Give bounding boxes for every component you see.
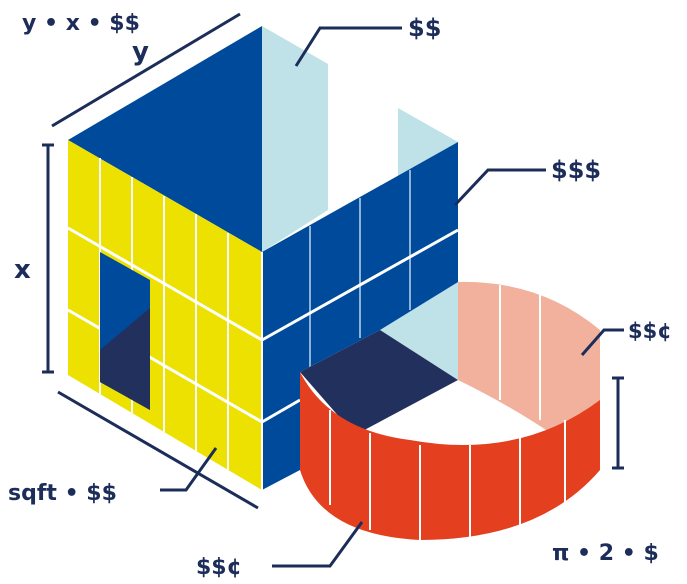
- floor-navy: [300, 330, 458, 435]
- red-curve-cost-label: $$¢: [196, 555, 242, 580]
- yellow-wall: [67, 140, 263, 490]
- blue-wall: [261, 142, 459, 490]
- roof-diagonal-line: [51, 12, 241, 128]
- leader-red-curve: [272, 521, 364, 568]
- house-roof: [68, 26, 262, 252]
- leader-light-curve: [580, 328, 624, 356]
- leader-blue-wall: [453, 168, 546, 207]
- light-curve-cost-label: $$¢: [628, 319, 672, 343]
- leader-light-panel: [294, 26, 402, 67]
- leader-sqft: [160, 447, 218, 492]
- x-dimension-label: x: [14, 255, 31, 285]
- pi-formula-label: π • 2 • $: [552, 541, 659, 566]
- base-diagonal-line: [57, 390, 259, 510]
- y-dimension-label: y: [132, 37, 149, 67]
- light-panel-inner: [380, 282, 458, 380]
- leader-lines: [160, 26, 624, 568]
- sqft-formula-label: sqft • $$: [8, 481, 117, 506]
- dimension-lines: [42, 12, 624, 510]
- top-formula-label: y • x • $$: [22, 11, 140, 36]
- blue-wall-cost-label: $$$: [551, 156, 601, 184]
- curved-wall: [300, 281, 600, 540]
- doorway-floor: [100, 308, 150, 410]
- light-panel-tall: [262, 26, 328, 252]
- light-panel-cost-label: $$: [408, 14, 441, 42]
